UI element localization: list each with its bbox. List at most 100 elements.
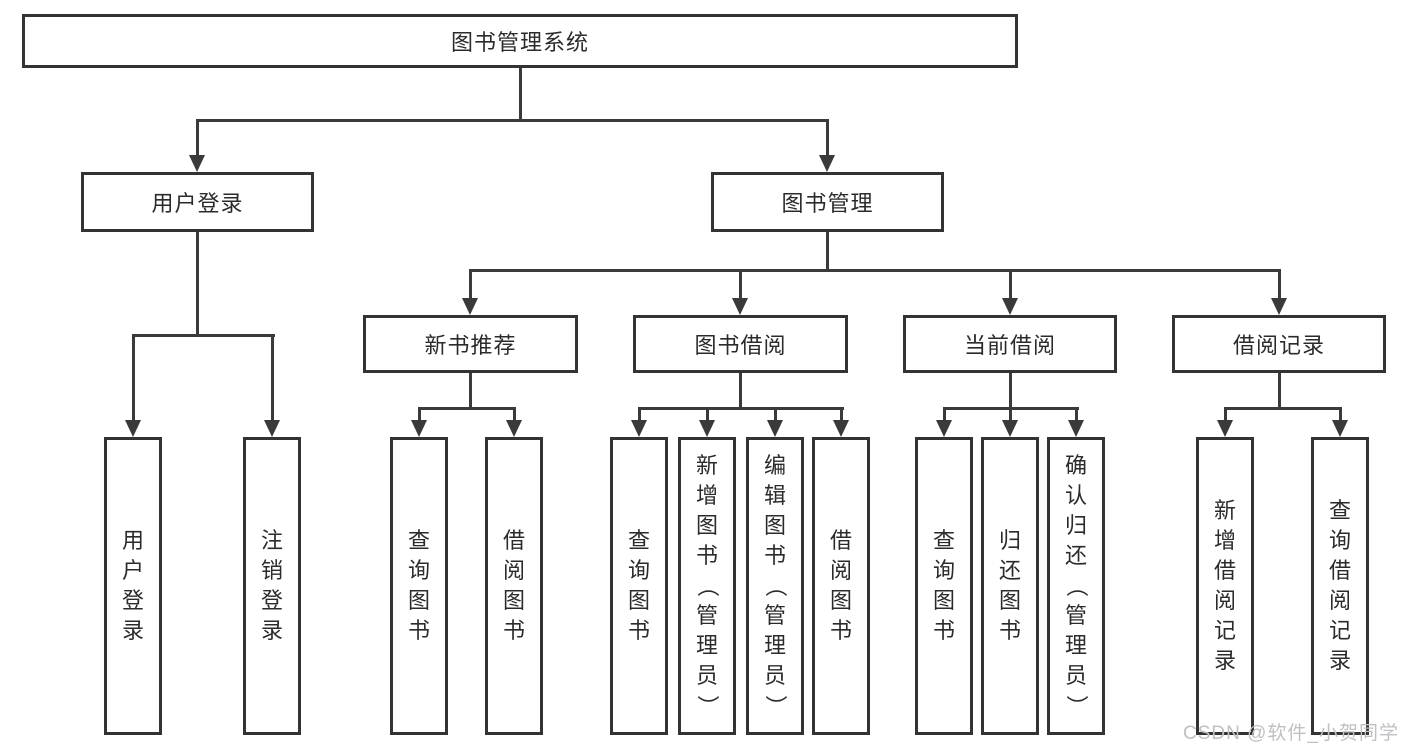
csdn-watermark: CSDN @软件_小贺同学 [1183,723,1399,744]
vertical-char: 图 [829,588,852,613]
vertical-char: 书 [407,618,430,643]
arrow-down-icon [1217,420,1233,437]
vertical-char: 阅 [502,558,525,583]
vertical-char: 查 [627,528,650,553]
vertical-char: 编 [763,453,786,478]
vertical-char: 管 [1064,603,1087,628]
arrow-down-icon [264,420,280,437]
vertical-char: 查 [1328,498,1351,523]
vertical-char: 注 [260,528,283,553]
vertical-char: 管 [763,603,786,628]
leaf-edit-books-admin: 编辑图书（管理员） [746,437,804,735]
node-new-book-recommend: 新书推荐 [363,315,578,373]
leaf-query-books-recommend: 查询图书 [390,437,448,735]
vertical-char: 记 [1328,618,1351,643]
arrow-down-icon [1332,420,1348,437]
connector [1008,373,1012,408]
vertical-char: 借 [1328,558,1351,583]
connector [469,269,472,299]
vertical-char: 还 [998,558,1021,583]
vertical-char: 理 [763,633,786,658]
connector [512,407,516,421]
leaf-confirm-return-admin: 确认归还（管理员） [1047,437,1105,735]
arrow-down-icon [125,420,141,437]
vertical-char: 图 [695,513,718,538]
vertical-char: 归 [1064,513,1087,538]
arrow-down-icon [767,420,783,437]
vertical-char: 询 [1328,528,1351,553]
vertical-char: 借 [829,528,852,553]
vertical-char: 书 [932,618,955,643]
arrow-down-icon [506,420,522,437]
vertical-char: 询 [407,558,430,583]
vertical-char: 阅 [1213,588,1236,613]
connector [1277,269,1281,299]
vertical-char: 还 [1064,543,1087,568]
connector [826,232,829,271]
connector [739,269,742,299]
arrow-down-icon [819,155,835,172]
leaf-query-books-current: 查询图书 [915,437,973,735]
vertical-char: 管 [695,603,718,628]
connector [839,407,843,421]
vertical-char: （ [1064,574,1089,597]
vertical-char: 书 [627,618,650,643]
vertical-char: 员 [763,663,786,688]
node-label: 借阅记录 [1232,333,1325,358]
arrow-down-icon [936,420,952,437]
vertical-char: 销 [260,558,283,583]
vertical-char: 归 [998,528,1021,553]
vertical-char: 录 [121,618,144,643]
vertical-char: 登 [260,588,283,613]
vertical-char: 图 [627,588,650,613]
connector [739,373,742,408]
connector [1223,407,1227,421]
connector [1338,407,1342,421]
vertical-char: 员 [695,663,718,688]
connector [131,334,275,337]
vertical-char: 记 [1213,618,1236,643]
vertical-char: 借 [502,528,525,553]
vertical-char: ） [695,694,720,717]
connector [196,232,199,336]
leaf-return-books: 归还图书 [981,437,1039,735]
arrow-down-icon [699,420,715,437]
arrow-down-icon [1002,298,1018,315]
vertical-char: 书 [998,618,1021,643]
connector [1008,269,1012,299]
vertical-char: 录 [1213,648,1236,673]
leaf-query-books-borrow: 查询图书 [610,437,668,735]
connector [1223,407,1342,410]
vertical-char: 阅 [1328,588,1351,613]
connector [825,119,829,156]
arrow-down-icon [833,420,849,437]
leaf-query-borrow-record: 查询借阅记录 [1311,437,1369,735]
vertical-char: 登 [121,588,144,613]
arrow-down-icon [1002,420,1018,437]
vertical-char: 增 [695,483,718,508]
vertical-char: 借 [1213,558,1236,583]
connector [637,407,844,410]
node-book-management: 图书管理 [711,172,944,232]
vertical-char: 户 [121,558,144,583]
connector [1074,407,1078,421]
arrow-down-icon [189,155,205,172]
arrow-down-icon [411,420,427,437]
connector [773,407,777,421]
vertical-char: 理 [1064,633,1087,658]
node-user-login: 用户登录 [81,172,314,232]
vertical-char: 阅 [829,558,852,583]
vertical-char: 理 [695,633,718,658]
leaf-add-books-admin: 新增图书（管理员） [678,437,736,735]
vertical-char: 询 [932,558,955,583]
arrow-down-icon [732,298,748,315]
vertical-char: 书 [829,618,852,643]
vertical-char: 图 [763,513,786,538]
connector [195,119,829,122]
vertical-char: （ [763,574,788,597]
node-label: 新书推荐 [424,333,517,358]
vertical-char: 认 [1064,483,1087,508]
connector [518,68,522,122]
arrow-down-icon [631,420,647,437]
